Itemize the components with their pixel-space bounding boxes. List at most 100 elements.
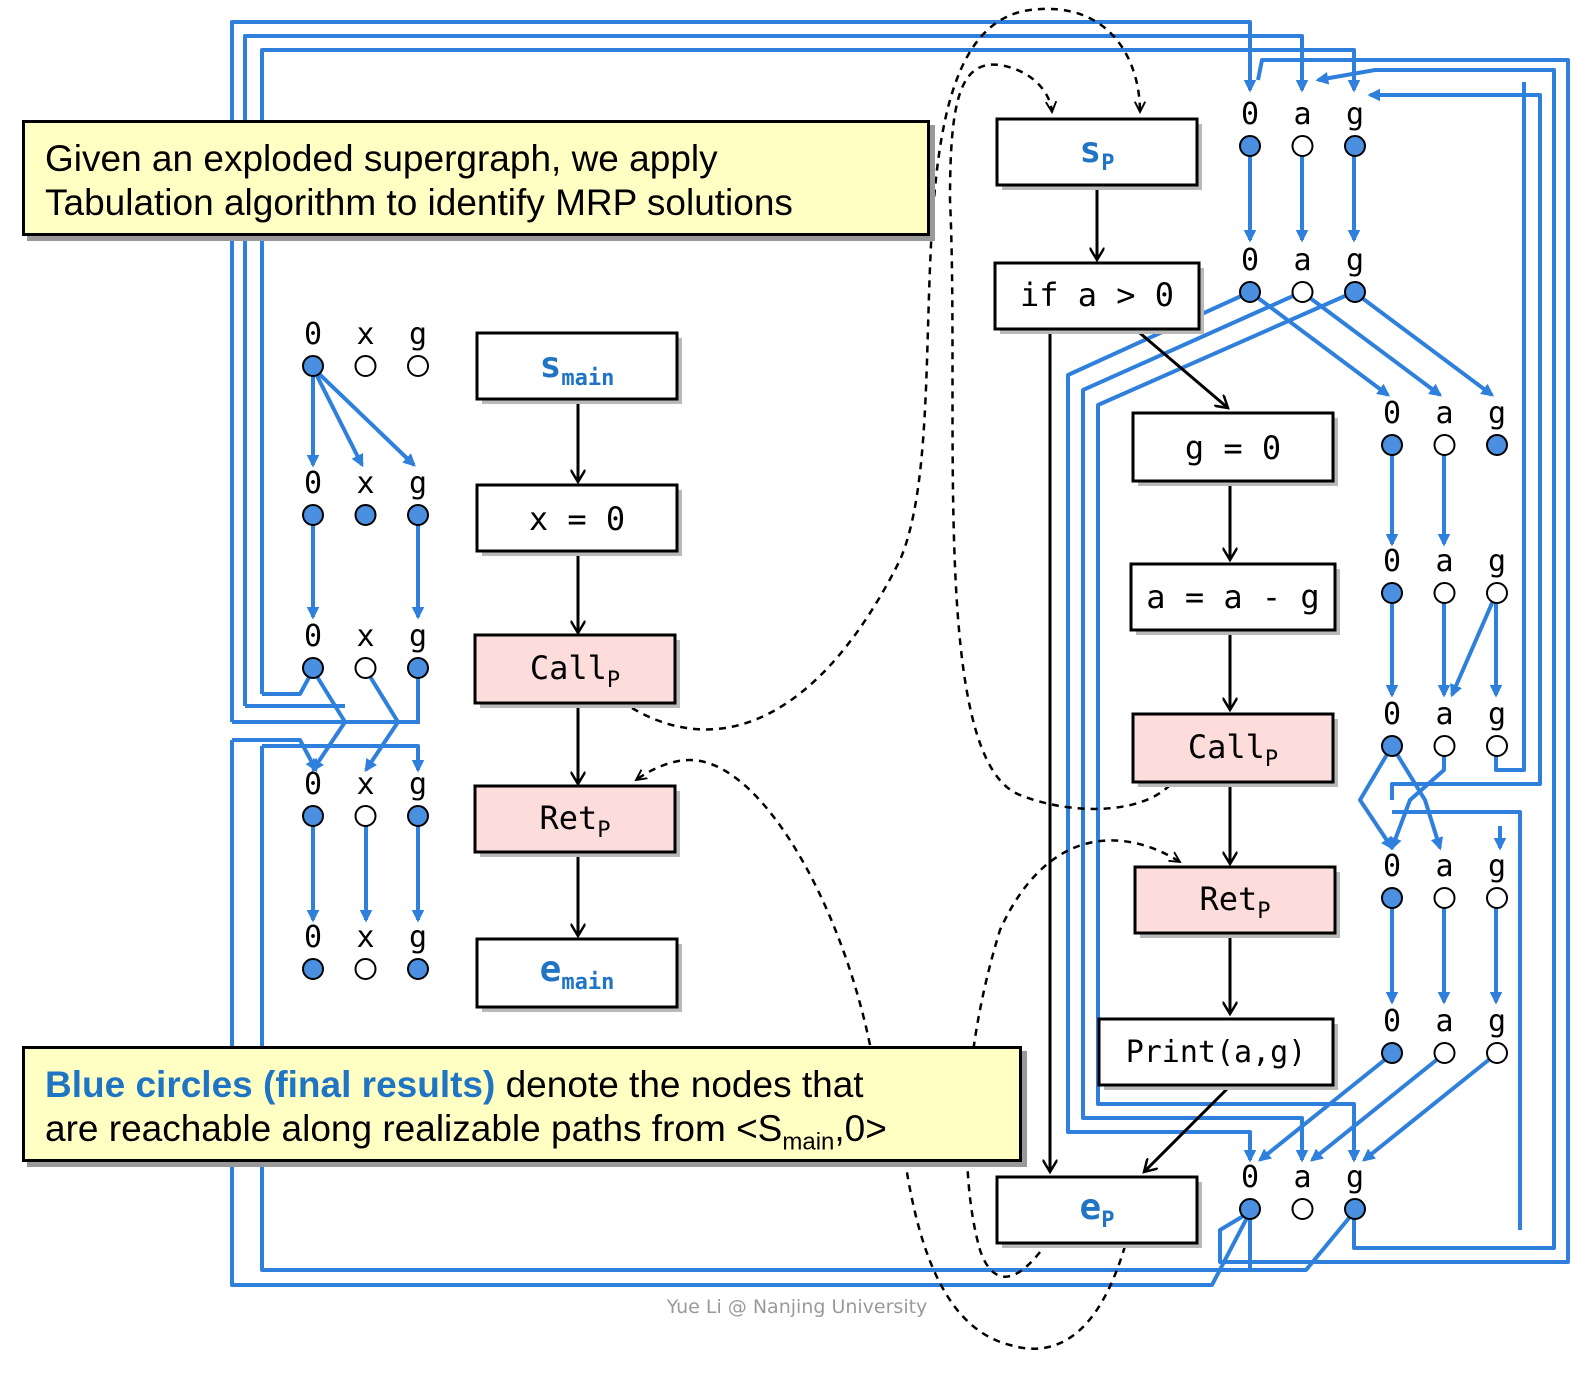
node-s-p: sP (995, 117, 1202, 190)
unreachable-fact-node (354, 657, 377, 679)
svg-text:smain: smain (540, 345, 615, 391)
reachable-fact-node (302, 504, 324, 526)
unreachable-fact-node (407, 355, 429, 377)
fact-label: a (1435, 396, 1453, 431)
fact-label: a (1293, 243, 1311, 278)
reachable-fact-node (354, 504, 377, 526)
reachable-fact-node (407, 958, 429, 980)
svg-text:x = 0: x = 0 (529, 500, 625, 538)
unreachable-fact-node (1433, 582, 1456, 604)
svg-text:eP: eP (1080, 1187, 1115, 1233)
callout-tabulation-note: Given an exploded supergraph, we apply T… (22, 120, 930, 236)
fact-label: 0 (304, 317, 322, 352)
fact-label: 0 (1241, 97, 1259, 132)
svg-text:emain: emain (540, 949, 615, 995)
node-call-p: CallP (1131, 712, 1338, 787)
reachable-fact-node (407, 805, 429, 827)
svg-text:CallP: CallP (530, 649, 620, 693)
fact-label: g (1488, 697, 1506, 732)
node-ret-main: RetP (473, 784, 680, 857)
svg-text:RetP: RetP (1199, 880, 1270, 924)
fact-label: 0 (304, 466, 322, 501)
fact-label: a (1435, 697, 1453, 732)
callout-blue-circles-note: Blue circles (final results) denote the … (22, 1046, 1022, 1162)
fact-label: g (409, 920, 427, 955)
unreachable-fact-node (1291, 281, 1314, 303)
svg-text:a = a - g: a = a - g (1146, 578, 1319, 616)
node-s-main: smain (475, 331, 682, 404)
fact-label: g (1488, 849, 1506, 884)
fact-label: x (356, 767, 374, 802)
callout2-line-1: Blue circles (final results) denote the … (45, 1063, 999, 1107)
fact-label: g (1488, 1004, 1506, 1039)
svg-text:RetP: RetP (539, 799, 610, 843)
reachable-fact-node (1381, 1042, 1403, 1064)
fact-label: x (356, 619, 374, 654)
svg-text:if a > 0: if a > 0 (1020, 276, 1174, 314)
unreachable-fact-node (354, 958, 377, 980)
fact-label: g (1488, 544, 1506, 579)
cfg-nodes: smain x = 0 CallP RetP emain sP (473, 117, 1340, 1248)
fact-label: g (409, 466, 427, 501)
fact-label: 0 (1383, 697, 1401, 732)
exploded-edges (230, 20, 1570, 1287)
unreachable-fact-node (1433, 1042, 1456, 1064)
node-x-assign: x = 0 (475, 483, 682, 556)
fact-label: a (1435, 544, 1453, 579)
reachable-fact-node (1381, 434, 1403, 456)
svg-text:g = 0: g = 0 (1185, 429, 1281, 467)
node-e-p: eP (995, 1175, 1202, 1248)
callout-sub-main: main (782, 1128, 835, 1156)
reachable-fact-node (1486, 434, 1508, 456)
callout-rest: denote the nodes that (495, 1064, 864, 1105)
fact-label: 0 (304, 920, 322, 955)
node-g-assign: g = 0 (1131, 411, 1338, 486)
callout-line-1: Given an exploded supergraph, we apply (45, 138, 718, 179)
node-a-assign: a = a - g (1129, 562, 1340, 635)
fact-label: g (409, 619, 427, 654)
reachable-fact-node (302, 958, 324, 980)
node-ret-p: RetP (1133, 865, 1340, 938)
reachable-fact-node (407, 504, 429, 526)
fact-label: x (356, 920, 374, 955)
fact-label: 0 (1241, 1160, 1259, 1195)
callout-highlight: Blue circles (final results) (45, 1064, 496, 1105)
reachable-fact-node (1344, 1198, 1366, 1220)
control-flow-edges (578, 186, 1230, 1172)
reachable-fact-node (1381, 887, 1403, 909)
reachable-fact-node (407, 657, 429, 679)
unreachable-fact-node (1486, 582, 1508, 604)
reachable-fact-node (1344, 135, 1366, 157)
fact-label: g (1346, 1160, 1364, 1195)
footer-credit: Yue Li @ Nanjing University (666, 1296, 928, 1318)
reachable-fact-node (302, 355, 324, 377)
fact-label: a (1435, 1004, 1453, 1039)
unreachable-fact-node (1486, 735, 1508, 757)
fact-label: g (1346, 97, 1364, 132)
fact-label: 0 (1383, 1004, 1401, 1039)
svg-text:sP: sP (1080, 130, 1115, 176)
fact-label: 0 (304, 767, 322, 802)
reachable-fact-node (1239, 135, 1261, 157)
reachable-fact-node (1239, 281, 1261, 303)
reachable-fact-node (1344, 281, 1366, 303)
callout-reach-text: are reachable along realizable paths fro… (45, 1108, 783, 1149)
node-print: Print(a,g) (1097, 1017, 1338, 1090)
unreachable-fact-node (354, 805, 377, 827)
callout2-line-2: are reachable along realizable paths fro… (45, 1107, 999, 1154)
unreachable-fact-node (1291, 135, 1314, 157)
fact-label: 0 (1383, 544, 1401, 579)
fact-label: 0 (1383, 849, 1401, 884)
fact-label: a (1293, 1160, 1311, 1195)
unreachable-fact-node (1433, 434, 1456, 456)
reachable-fact-node (1381, 582, 1403, 604)
unreachable-fact-node (1486, 887, 1508, 909)
reachable-fact-node (302, 657, 324, 679)
